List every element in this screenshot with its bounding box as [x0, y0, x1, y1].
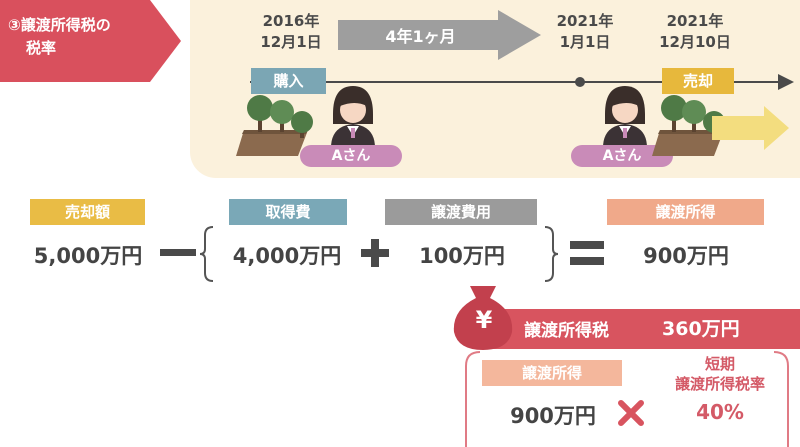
timeline-dot — [575, 77, 585, 87]
minus-sign — [160, 249, 196, 256]
tax-amount: 360万円 — [662, 318, 740, 340]
tax-title: 譲渡所得税 — [524, 321, 609, 341]
rate-label: 短期 譲渡所得税率 — [674, 355, 765, 393]
duration-arrow — [338, 10, 541, 60]
acquisition-cost-label: 取得費 — [229, 199, 347, 225]
purchase-tag: 購入 — [251, 68, 326, 94]
plus-sign — [361, 239, 389, 267]
money-bag-icon — [453, 286, 513, 350]
sale-price-value: 5,000万円 — [33, 244, 143, 268]
multiply-icon — [618, 400, 644, 426]
person-label-left: Aさん — [300, 145, 402, 167]
date-new-year: 2021年 1月1日 — [556, 12, 614, 51]
transfer-income-value: 900万円 — [643, 244, 729, 268]
transfer-arrow-icon — [712, 106, 789, 150]
transfer-cost-label: 譲渡費用 — [385, 199, 537, 225]
acquisition-cost-value: 4,000万円 — [232, 244, 342, 268]
right-brace — [544, 226, 559, 282]
sale-tag: 売却 — [662, 68, 734, 94]
section-heading: ③譲渡所得税の 税率 — [0, 0, 182, 86]
tax-income-label: 譲渡所得 — [482, 360, 622, 386]
tax-breakdown-bracket — [465, 351, 789, 447]
person-a-icon — [331, 86, 375, 148]
duration-label: 4年1ヶ月 — [385, 27, 456, 46]
transfer-income-label: 譲渡所得 — [607, 199, 764, 225]
left-brace — [199, 226, 214, 282]
tax-banner-bar — [490, 309, 800, 349]
heading-line-1: ③譲渡所得税の — [8, 16, 111, 34]
land-with-trees-icon — [236, 95, 313, 156]
date-sale: 2021年 12月10日 — [659, 12, 731, 51]
heading-line-2: 税率 — [26, 39, 57, 57]
tax-banner: ¥ 譲渡所得税 360万円 — [450, 286, 800, 350]
person-label-right: Aさん — [571, 145, 673, 167]
tax-income-value: 900万円 — [510, 404, 596, 428]
person-a-icon — [603, 86, 647, 148]
yen-symbol: ¥ — [475, 306, 493, 334]
equals-sign — [570, 241, 604, 265]
rate-value: 40% — [696, 400, 744, 424]
transfer-cost-value: 100万円 — [419, 244, 505, 268]
heading-chevron-shape — [0, 0, 181, 82]
date-purchase: 2016年 12月1日 — [260, 12, 322, 51]
sale-price-label: 売却額 — [30, 199, 145, 225]
